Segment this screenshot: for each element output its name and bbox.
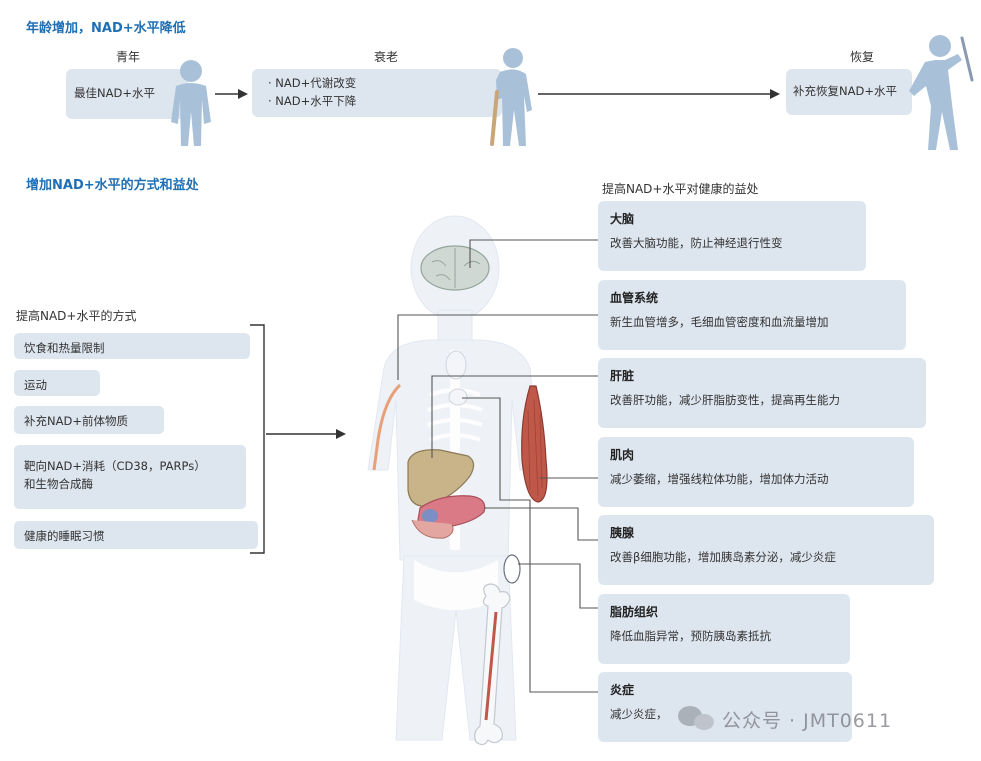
recovery-label: 恢复 xyxy=(849,50,874,64)
pancreas-organ xyxy=(411,495,486,539)
aging-box: · NAD+代谢改变 · NAD+水平下降 xyxy=(252,69,502,117)
benefit-pancreas-desc: 改善β细胞功能，增加胰岛素分泌，减少炎症 xyxy=(610,550,836,564)
connector-adipose xyxy=(518,563,598,609)
methods-bracket xyxy=(250,324,265,554)
method-text-diet: 饮食和热量限制 xyxy=(24,341,105,355)
young-person-figure xyxy=(171,60,211,146)
youth-label: 青年 xyxy=(115,50,140,64)
thyroid-organ xyxy=(445,350,467,380)
benefit-brain-desc: 改善大脑功能，防止神经退行性变 xyxy=(610,236,783,250)
recovery-text: 补充恢复NAD+水平 xyxy=(793,84,897,98)
connector-lines xyxy=(397,239,598,693)
method-item-targeting: 靶向NAD+消耗（CD38，PARPs） 和生物合成酶 xyxy=(14,445,246,509)
benefit-pancreas: 胰腺 改善β细胞功能，增加胰岛素分泌，减少炎症 xyxy=(598,515,934,585)
youth-text: 最佳NAD+水平 xyxy=(74,86,155,100)
method-text-targeting-line1: 靶向NAD+消耗（CD38，PARPs） xyxy=(24,459,206,473)
top-section-title: 年龄增加，NAD+水平降低 xyxy=(26,21,186,36)
wechat-logo-icon xyxy=(678,706,714,730)
youth-box: 最佳NAD+水平 xyxy=(66,69,188,119)
recovered-person-raising-cane-figure xyxy=(909,35,974,150)
brain-organ xyxy=(420,245,490,291)
bone-organ xyxy=(474,583,511,746)
method-text-sleep: 健康的睡眠习惯 xyxy=(24,529,105,543)
connector-inflammation xyxy=(462,397,598,693)
benefit-vascular: 血管系统 新生血管增多，毛细血管密度和血流量增加 xyxy=(598,280,906,350)
benefit-liver-desc: 改善肝功能，减少肝脂肪变性，提高再生能力 xyxy=(610,393,840,407)
benefit-brain: 大脑 改善大脑功能，防止神经退行性变 xyxy=(598,201,866,271)
method-item-exercise: 运动 xyxy=(14,370,100,396)
connector-vascular xyxy=(397,314,598,380)
recovery-box: 补充恢复NAD+水平 xyxy=(786,69,912,115)
fat-tissue-organ xyxy=(503,554,521,584)
method-text-targeting-line2: 和生物合成酶 xyxy=(24,477,93,491)
method-item-diet: 饮食和热量限制 xyxy=(14,333,250,359)
benefit-inflammation-desc: 减少炎症， xyxy=(610,707,668,721)
heart-organ xyxy=(448,388,468,406)
benefit-adipose-title: 脂肪组织 xyxy=(610,605,659,619)
muscle-organ xyxy=(521,385,548,503)
benefit-inflammation: 炎症 减少炎症， xyxy=(598,672,852,742)
blood-vessel xyxy=(372,383,402,471)
methods-heading: 提高NAD+水平的方式 xyxy=(16,309,137,323)
benefit-pancreas-title: 胰腺 xyxy=(610,526,635,540)
connector-pancreas xyxy=(484,507,598,541)
benefit-inflammation-title: 炎症 xyxy=(610,683,635,697)
connector-liver xyxy=(431,375,598,458)
benefit-liver: 肝脏 改善肝功能，减少肝脂肪变性，提高再生能力 xyxy=(598,358,926,428)
benefit-muscle: 肌肉 减少萎缩，增强线粒体功能，增加体力活动 xyxy=(598,437,914,507)
benefit-adipose-desc: 降低血脂异常，预防胰岛素抵抗 xyxy=(610,629,771,643)
liver-organ xyxy=(407,449,475,507)
aging-line-1: · NAD+代谢改变 xyxy=(268,76,357,90)
benefit-muscle-desc: 减少萎缩，增强线粒体功能，增加体力活动 xyxy=(610,472,829,486)
benefit-muscle-title: 肌肉 xyxy=(610,448,635,462)
connector-brain xyxy=(469,239,598,268)
benefit-liver-title: 肝脏 xyxy=(610,369,635,383)
benefits-heading: 提高NAD+水平对健康的益处 xyxy=(602,182,759,196)
benefit-vascular-desc: 新生血管增多，毛细血管密度和血流量增加 xyxy=(610,315,829,329)
aging-line-2: · NAD+水平下降 xyxy=(268,94,357,108)
method-text-exercise: 运动 xyxy=(24,378,47,392)
aging-label: 衰老 xyxy=(373,50,398,64)
method-text-precursor: 补充NAD+前体物质 xyxy=(24,414,128,428)
benefit-adipose: 脂肪组织 降低血脂异常，预防胰岛素抵抗 xyxy=(598,594,850,664)
method-item-precursor: 补充NAD+前体物质 xyxy=(14,406,164,434)
benefit-vascular-title: 血管系统 xyxy=(610,291,659,305)
bottom-section-title: 增加NAD+水平的方式和益处 xyxy=(26,178,199,193)
method-item-sleep: 健康的睡眠习惯 xyxy=(14,521,258,549)
watermark-text: 公众号 · JMT0611 xyxy=(722,710,893,732)
elderly-person-with-cane-figure xyxy=(490,48,532,146)
benefit-brain-title: 大脑 xyxy=(610,212,635,226)
